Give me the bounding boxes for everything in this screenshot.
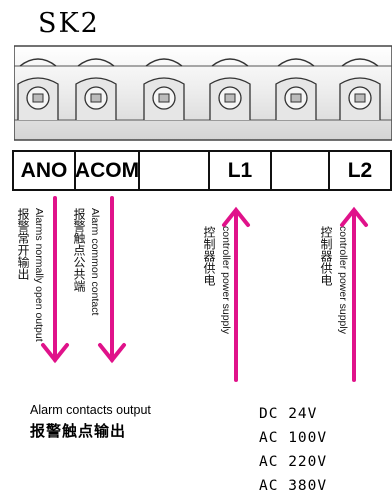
terminal-acom: ACOM xyxy=(75,152,140,189)
voltage-item: AC 100V xyxy=(259,430,328,446)
terminal-l2: L2 xyxy=(347,158,373,182)
voltage-item: AC 380V xyxy=(259,478,328,494)
diagram-title: SK2 xyxy=(38,8,100,39)
terminal-label-row: ANO ACOM L1 L2 xyxy=(12,150,392,191)
l2-label-en: controller power supply xyxy=(337,226,349,334)
l2-label-zh: 控制器供电 xyxy=(319,226,333,286)
acom-label-zh: 报警触点公共端 xyxy=(72,208,86,292)
alarm-output-label-zh: 报警触点输出 xyxy=(30,422,127,440)
supply-voltage-list: DC 24V AC 100V AC 220V AC 380V xyxy=(259,402,327,498)
terminal-blank-1 xyxy=(140,152,210,189)
ano-label-zh: 报警常开输出 xyxy=(16,208,30,280)
acom-label-en: Alarm common contact xyxy=(89,208,101,316)
voltage-item: DC 24V xyxy=(259,406,318,422)
ano-down-arrow xyxy=(41,196,69,364)
terminal-ano: ANO xyxy=(14,152,76,189)
alarm-output-label-en: Alarm contacts output xyxy=(30,403,151,417)
terminal-blank-2 xyxy=(272,152,330,189)
l1-label-en: controller power supply xyxy=(220,226,232,334)
ano-label-en: Alarms normally open output xyxy=(33,208,45,342)
acom-down-arrow xyxy=(98,196,126,364)
terminal-block-image xyxy=(14,45,392,141)
terminal-l1: L1 xyxy=(210,152,272,189)
l1-label-zh: 控制器供电 xyxy=(202,226,216,286)
voltage-item: AC 220V xyxy=(259,454,328,470)
